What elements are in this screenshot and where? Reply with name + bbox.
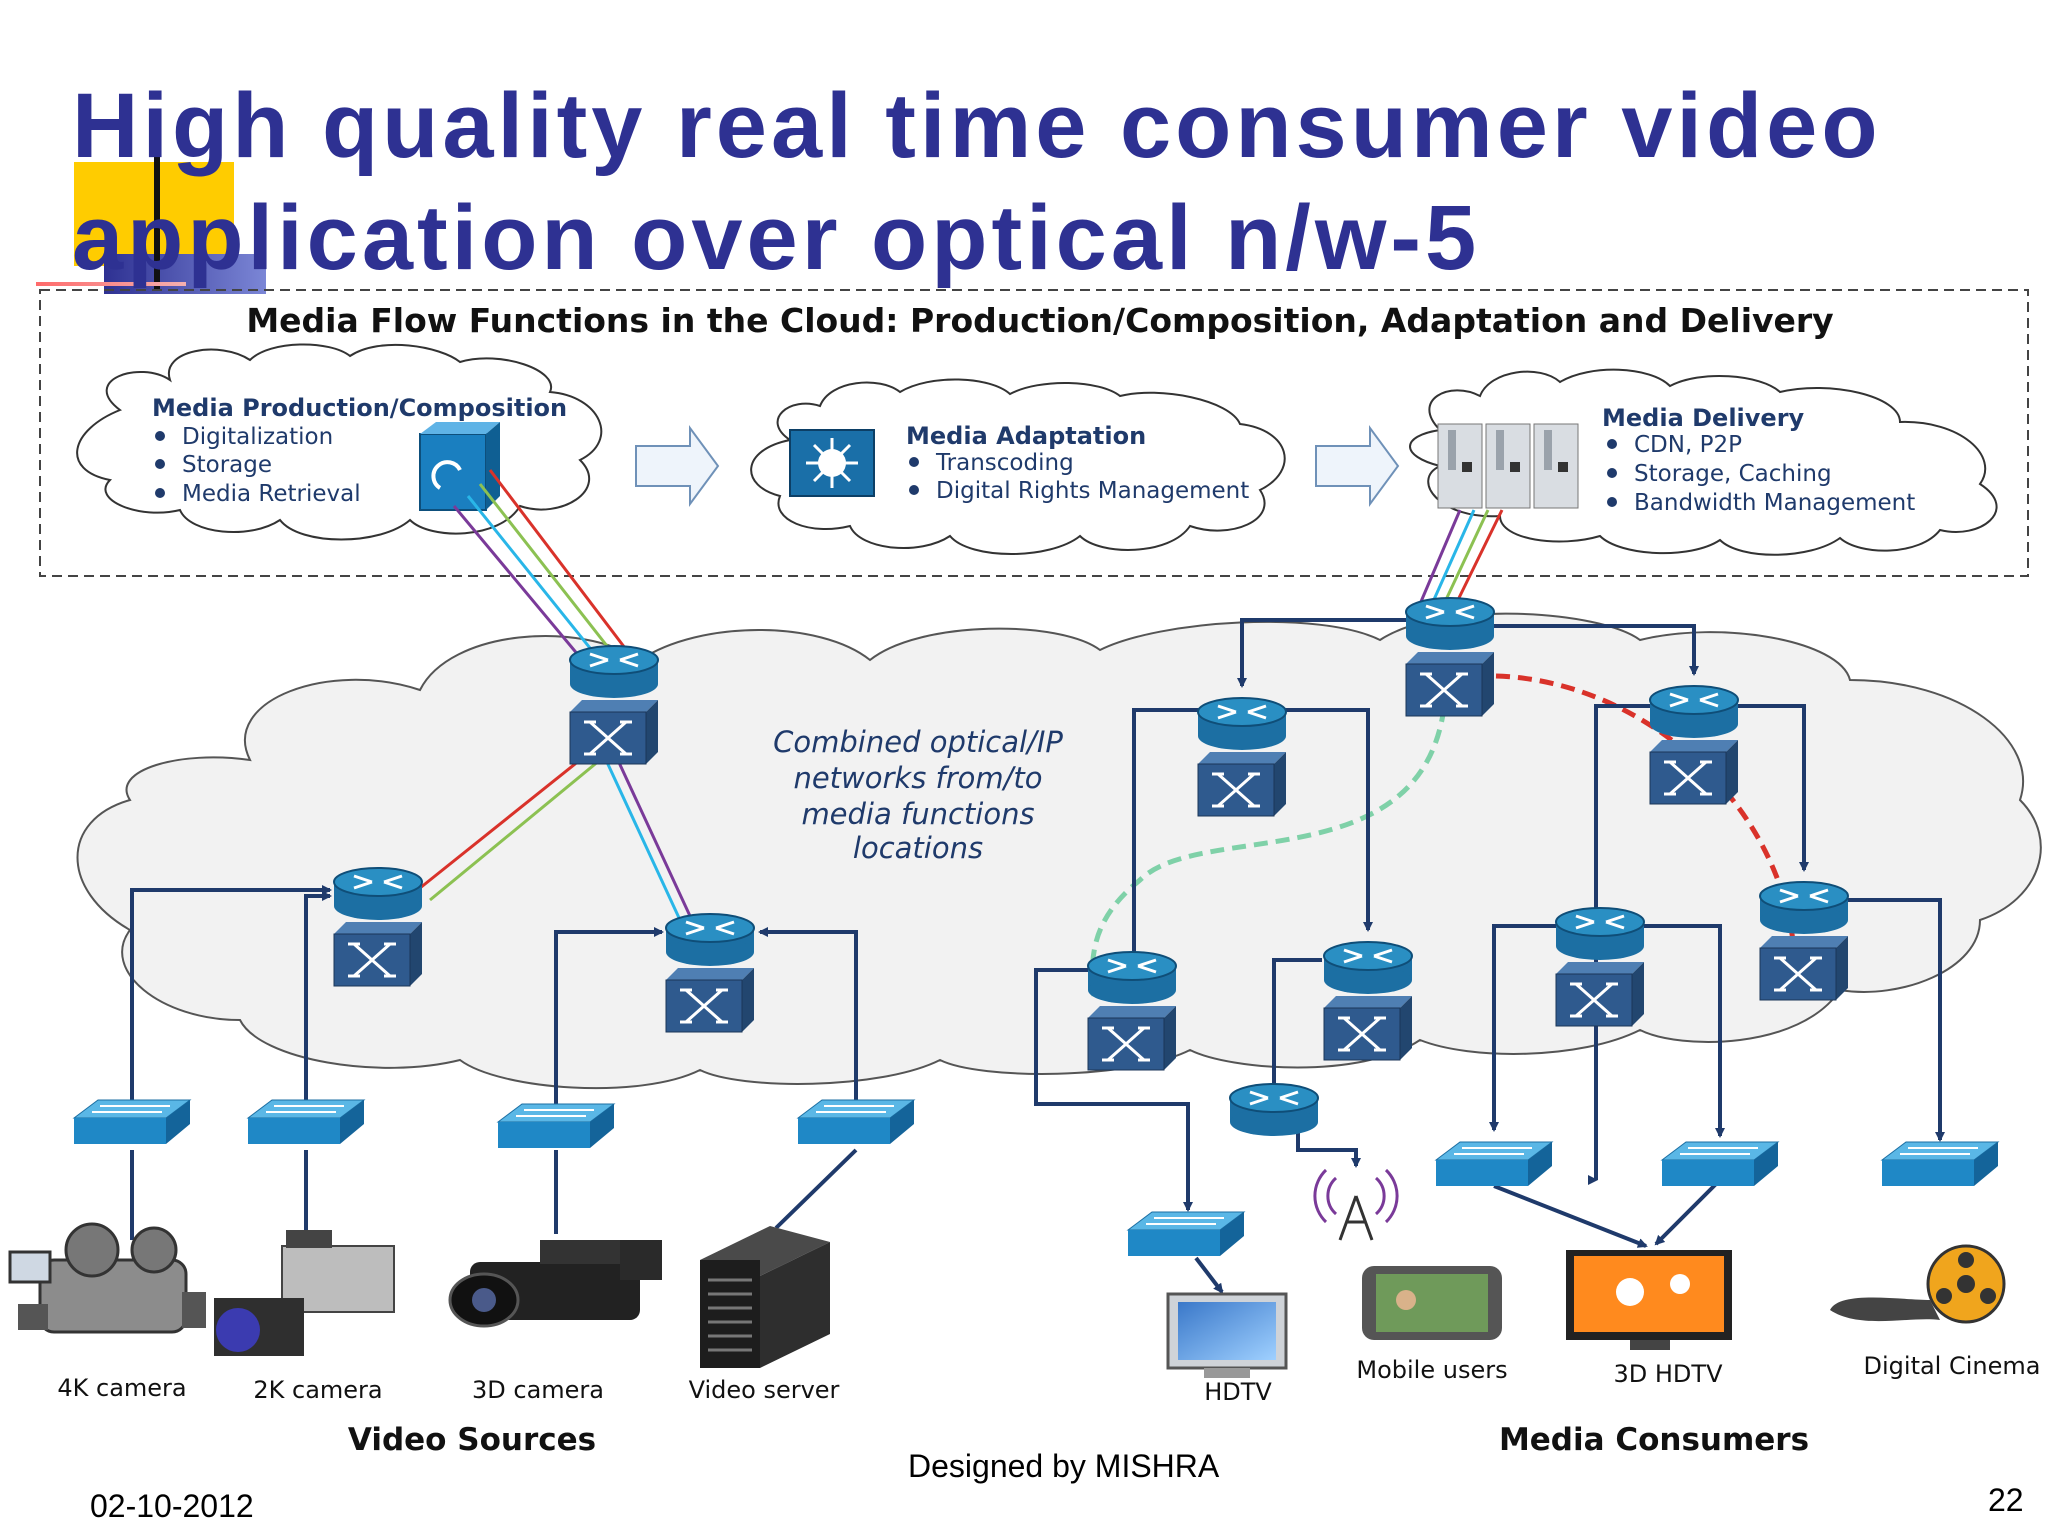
delivery-item-2: Storage, Caching (1634, 461, 1832, 487)
video-sources-label: Video Sources (348, 1422, 596, 1458)
oxc-left-2 (665, 968, 754, 1033)
oxc-right-2 (1649, 740, 1738, 805)
2k-camera-icon (214, 1230, 395, 1356)
production-server-icon (419, 422, 500, 511)
delivery-item-1: CDN, P2P (1634, 432, 1742, 458)
router-left-2 (665, 913, 755, 966)
source-label-video-server: Video server (689, 1376, 840, 1404)
consumer-label-hdtv: HDTV (1204, 1378, 1272, 1406)
video-server-icon (700, 1226, 830, 1368)
router-right-4 (1323, 941, 1413, 994)
slide-title: High quality real time consumer video ap… (72, 70, 2032, 294)
network-caption-line-1: Combined optical/IP (773, 725, 1063, 759)
oxc-right-3 (1087, 1006, 1176, 1071)
title-line-1: High quality real time consumer video (72, 75, 1882, 177)
access-switch-consumer-2 (1660, 1141, 1780, 1186)
hdtv-icon (1166, 1292, 1288, 1378)
oxc-right-1 (1197, 752, 1286, 817)
access-switch-2k (246, 1099, 366, 1144)
green-dashed-path (1089, 707, 1447, 997)
consumer-label-digital-cinema: Digital Cinema (1864, 1352, 2041, 1380)
source-label-2k-camera: 2K camera (253, 1376, 382, 1404)
accent-red-line (36, 282, 186, 286)
adaptation-switch-icon (789, 429, 875, 497)
3d-camera-icon (448, 1240, 662, 1328)
accent-blue-square (104, 254, 266, 294)
access-switch-consumer-1 (1434, 1141, 1554, 1186)
adaptation-item-2: Digital Rights Management (936, 478, 1249, 504)
oxc-core-right (1405, 652, 1494, 717)
production-item-3: Media Retrieval (182, 481, 361, 507)
optical-paths (419, 469, 1504, 921)
production-cloud (76, 343, 603, 541)
router-right-5 (1555, 907, 1645, 960)
footer-credit: Designed by MISHRA (908, 1448, 1220, 1484)
network-caption-line-3: media functions (801, 797, 1034, 831)
router-wireless (1229, 1083, 1319, 1136)
access-switch-cinema (1880, 1141, 2000, 1186)
router-core-left (569, 645, 659, 698)
accent-vertical-bar (154, 150, 160, 290)
production-item-1: Digitalization (182, 424, 333, 450)
access-switch-3d (496, 1103, 616, 1148)
flow-arrow-1 (635, 424, 720, 508)
network-caption-line-4: locations (853, 831, 983, 865)
title-line-2: application over optical n/w-5 (72, 187, 1481, 289)
optical-ip-network-cloud (76, 612, 2042, 1090)
consumer-label-3d-hdtv: 3D HDTV (1614, 1360, 1724, 1388)
oxc-right-5 (1555, 962, 1644, 1027)
panel-heading: Media Flow Functions in the Cloud: Produ… (246, 301, 1833, 340)
mobile-phone-icon (1362, 1266, 1502, 1340)
router-right-6 (1759, 881, 1849, 934)
delivery-title: Media Delivery (1602, 404, 1805, 432)
antenna-icon (1313, 1168, 1399, 1241)
cloud-functions-panel (39, 289, 2029, 577)
access-switch-hdtv (1126, 1211, 1246, 1256)
oxc-core-left (569, 700, 658, 765)
footer-date: 02-10-2012 (90, 1488, 254, 1524)
delivery-item-3: Bandwidth Management (1634, 490, 1915, 516)
network-links (130, 618, 1945, 1294)
adaptation-item-1: Transcoding (935, 450, 1074, 476)
router-right-2 (1649, 685, 1739, 738)
media-consumers-label: Media Consumers (1499, 1422, 1809, 1458)
router-right-1 (1197, 697, 1287, 750)
adaptation-title: Media Adaptation (906, 422, 1146, 450)
delivery-server-rack-icon (1437, 423, 1579, 509)
adaptation-cloud (750, 378, 1286, 555)
oxc-right-4 (1323, 996, 1412, 1061)
flow-arrow-2 (1315, 424, 1400, 508)
consumer-label-mobile-users: Mobile users (1356, 1356, 1507, 1384)
network-caption-line-2: networks from/to (793, 761, 1042, 795)
oxc-right-6 (1759, 936, 1848, 1001)
access-switch-4k (72, 1099, 192, 1144)
router-right-3 (1087, 951, 1177, 1004)
digital-cinema-icon (1830, 1244, 2006, 1324)
oxc-left-1 (333, 922, 422, 987)
3d-hdtv-icon (1566, 1250, 1732, 1350)
production-title: Media Production/Composition (152, 394, 567, 422)
production-item-2: Storage (182, 452, 272, 478)
footer-page-number: 22 (1988, 1482, 2024, 1518)
router-left-1 (333, 867, 423, 920)
4k-camera-icon (8, 1222, 206, 1334)
router-core-right (1405, 597, 1495, 650)
source-label-3d-camera: 3D camera (472, 1376, 604, 1404)
access-switch-server (796, 1099, 916, 1144)
source-label-4k-camera: 4K camera (57, 1374, 186, 1402)
